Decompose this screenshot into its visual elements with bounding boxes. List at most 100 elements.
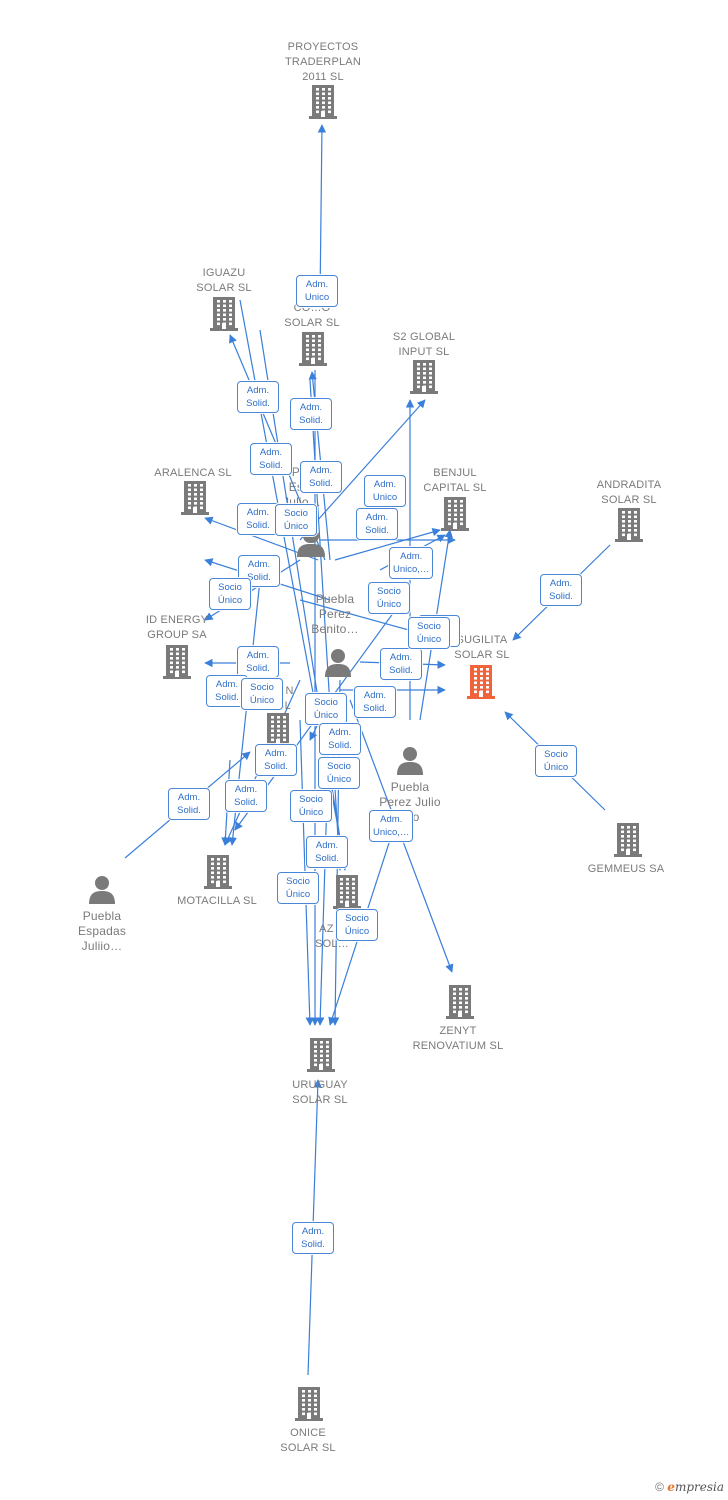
footer-brand: © empresia	[655, 1480, 724, 1494]
building-icon[interactable]	[261, 1036, 381, 1072]
node-label-line: Perez Julio	[379, 795, 441, 809]
edge-role-text: Único	[283, 521, 309, 532]
person-icon[interactable]	[42, 872, 162, 904]
edge-role-text: Único	[249, 695, 275, 706]
person-icon[interactable]	[278, 645, 398, 677]
edge-role-text: Socio	[417, 621, 441, 632]
edge-role-label: Adm. Solid.	[356, 508, 398, 540]
building-icon[interactable]	[569, 506, 689, 542]
edge-role-text: Adm.	[365, 512, 389, 523]
edge-role-label: Adm.Solid.	[225, 780, 267, 812]
edge-role-label: Adm.Solid.	[319, 723, 361, 755]
building-icon[interactable]	[287, 873, 407, 909]
building-icon[interactable]	[249, 1385, 369, 1421]
person-icon[interactable]	[350, 743, 470, 775]
edge-role-label: Adm. Solid.	[255, 744, 297, 776]
edge-role-text: Adm.	[389, 652, 413, 663]
edge-role-text: Socio	[377, 586, 401, 597]
edge-role-text: Solid.	[215, 692, 239, 703]
edge-role-text: Adm.	[246, 650, 270, 661]
node-label-line: ID ENERGY	[145, 614, 209, 626]
edge-role-label: Adm.Unico,…	[369, 810, 414, 842]
building-icon[interactable]	[568, 821, 688, 857]
edge-role-text: Socio	[218, 582, 242, 593]
node-label-line: TRADERPLAN	[285, 56, 361, 68]
edge-role-text: Solid.	[301, 1239, 325, 1250]
node-label-line: SOLAR SL	[284, 317, 340, 329]
edge-role-text: Único	[285, 889, 311, 900]
node-label-line: SOLAR SL	[601, 494, 657, 506]
edge-role-text: Adm.	[400, 551, 423, 562]
building-icon[interactable]	[364, 358, 484, 394]
edge-role-label: Adm.Solid.	[292, 1222, 334, 1254]
building-icon[interactable]	[158, 853, 278, 889]
building-icon[interactable]	[117, 643, 237, 679]
edge-role-text: Unico	[372, 492, 398, 503]
edge-role-text: Único	[326, 774, 352, 785]
node-label-motacilla[interactable]: MOTACILLA SL	[157, 894, 277, 909]
node-label-line: SOLAR SL	[292, 1094, 348, 1106]
edge-role-text: Socio	[345, 913, 369, 924]
node-label-gemmeus[interactable]: GEMMEUS SA	[566, 862, 686, 877]
node-label-line: Espadas	[77, 924, 127, 938]
building-icon[interactable]	[395, 495, 515, 531]
edge-role-text: Solid.	[246, 398, 270, 409]
building-icon[interactable]	[164, 295, 284, 331]
edge-role-text: Adm.	[247, 559, 271, 570]
edge-role-text: Socio	[299, 794, 323, 805]
edge-role-text: Adm.	[246, 385, 270, 396]
edge-role-text: Solid.	[264, 761, 288, 772]
edge-role-label: Adm.Solid.	[540, 574, 582, 606]
node-label-line: Puebla	[390, 780, 430, 794]
edge-role-text: Unico,…	[393, 564, 430, 575]
edge-role-text: Único	[416, 634, 442, 645]
node-label-line: IGUAZU	[202, 267, 246, 279]
building-icon[interactable]	[421, 663, 541, 699]
edge-role-label: Adm.Unico	[364, 475, 406, 507]
edge-role-text: Adm.	[264, 748, 288, 759]
edge-role-text: Solid.	[549, 591, 573, 602]
edge-role-text: Solid.	[299, 415, 323, 426]
edge-role-text: Solid.	[259, 460, 283, 471]
edge-role-text: Socio	[284, 508, 308, 519]
node-label-line: CAPITAL SL	[423, 482, 487, 494]
edge-role-text: Socio	[250, 682, 274, 693]
node-label-line: SOLAR SL	[454, 649, 510, 661]
edge-line	[204, 559, 301, 621]
edge-role-label: Adm.Solid.	[380, 648, 422, 680]
building-icon[interactable]	[135, 479, 255, 515]
node-label-line: Juliio…	[81, 939, 123, 953]
node-label-aralenca[interactable]: ARALENCA SL	[133, 466, 253, 481]
building-icon[interactable]	[253, 330, 373, 366]
edge-role-text: Socio	[314, 697, 338, 708]
building-icon[interactable]	[263, 83, 383, 119]
edge-role-text: Solid.	[315, 853, 339, 864]
node-label-line: MOTACILLA SL	[177, 895, 257, 907]
node-label-line: Perez	[318, 607, 352, 621]
edge-role-text: Solid.	[365, 525, 389, 536]
building-icon[interactable]	[400, 983, 520, 1019]
edge-role-text: Adm.	[246, 507, 270, 518]
edge-role-label: Adm.Solid.	[306, 836, 348, 868]
edge-role-text: Solid.	[246, 520, 270, 531]
edge-role-text: Adm.	[215, 679, 239, 690]
